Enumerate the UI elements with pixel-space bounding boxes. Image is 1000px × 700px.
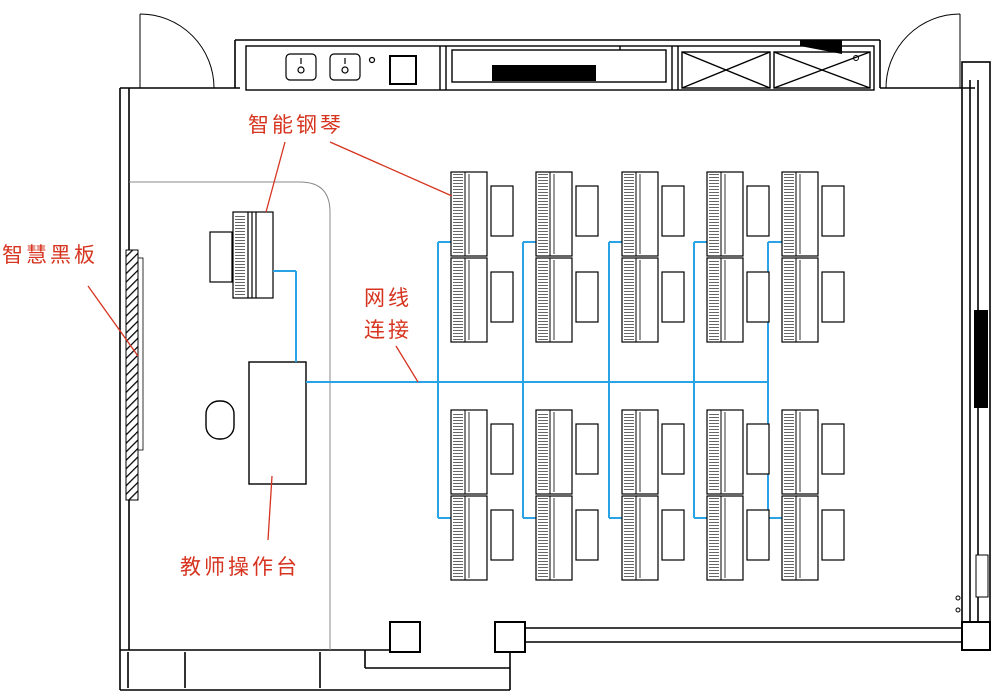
student-bench — [746, 509, 770, 561]
student-station — [535, 171, 599, 343]
student-piano-keys — [709, 174, 719, 254]
student-station — [781, 171, 845, 343]
student-piano-keys — [538, 498, 548, 578]
student-piano-keys — [624, 498, 634, 578]
student-piano-keys — [784, 174, 794, 254]
student-bench — [746, 185, 770, 237]
student-piano-keys — [453, 412, 463, 492]
student-bench — [575, 423, 599, 475]
student-piano-keys — [709, 260, 719, 340]
student-bench — [661, 509, 685, 561]
student-station — [621, 409, 685, 581]
student-piano-keys — [624, 260, 634, 340]
sinks — [285, 53, 376, 81]
student-bench — [821, 271, 845, 323]
student-bench — [821, 185, 845, 237]
student-piano-keys — [784, 412, 794, 492]
student-station — [450, 409, 514, 581]
callout-leaders — [87, 141, 453, 541]
student-bench — [575, 271, 599, 323]
student-bench — [661, 423, 685, 475]
network-label-line1: 网线 — [364, 286, 412, 310]
window-panel — [975, 554, 989, 598]
cabinet-dot-icon — [853, 55, 859, 61]
teacher-chair — [205, 400, 235, 440]
student-piano-keys — [453, 174, 463, 254]
student-bench — [490, 271, 514, 323]
smart-blackboard — [125, 249, 144, 501]
student-piano-keys — [784, 498, 794, 578]
door-top-left — [139, 13, 215, 89]
door-top-right — [885, 13, 961, 89]
student-station — [781, 409, 845, 581]
structural-columns — [389, 55, 991, 653]
student-piano-keys — [453, 498, 463, 578]
student-piano-keys — [624, 412, 634, 492]
window-dot-icon — [955, 607, 961, 613]
student-station — [621, 171, 685, 343]
cabinet-wedge — [800, 40, 842, 54]
student-piano-keys — [784, 260, 794, 340]
student-bench — [490, 423, 514, 475]
student-piano-stations — [450, 171, 845, 581]
student-bench — [821, 509, 845, 561]
student-piano-keys — [709, 412, 719, 492]
student-piano-keys — [538, 412, 548, 492]
student-piano-keys — [453, 260, 463, 340]
student-bench — [661, 185, 685, 237]
student-bench — [821, 423, 845, 475]
teacher-console — [248, 361, 307, 485]
student-bench — [746, 271, 770, 323]
teacher-console-label: 教师操作台 — [180, 555, 300, 579]
top-cabinets — [245, 45, 875, 91]
student-station — [706, 171, 770, 343]
student-bench — [746, 423, 770, 475]
smart-blackboard-label: 智慧黑板 — [2, 243, 98, 267]
stage-area — [129, 181, 331, 650]
student-station — [706, 409, 770, 581]
tv-screen — [492, 65, 596, 81]
student-piano-keys — [709, 498, 719, 578]
network-cabling — [273, 241, 782, 519]
window-shade — [974, 310, 988, 408]
student-station — [535, 409, 599, 581]
student-piano-keys — [538, 174, 548, 254]
network-label-line2: 连接 — [364, 318, 412, 342]
student-piano-keys — [538, 260, 548, 340]
student-bench — [661, 271, 685, 323]
student-bench — [490, 509, 514, 561]
student-bench — [575, 509, 599, 561]
student-piano-keys — [624, 174, 634, 254]
teacher-piano-keys — [235, 214, 245, 296]
window-dot-icon — [955, 595, 961, 601]
student-station — [450, 171, 514, 343]
student-bench — [490, 185, 514, 237]
smart-piano-label: 智能钢琴 — [248, 113, 344, 137]
student-bench — [575, 185, 599, 237]
